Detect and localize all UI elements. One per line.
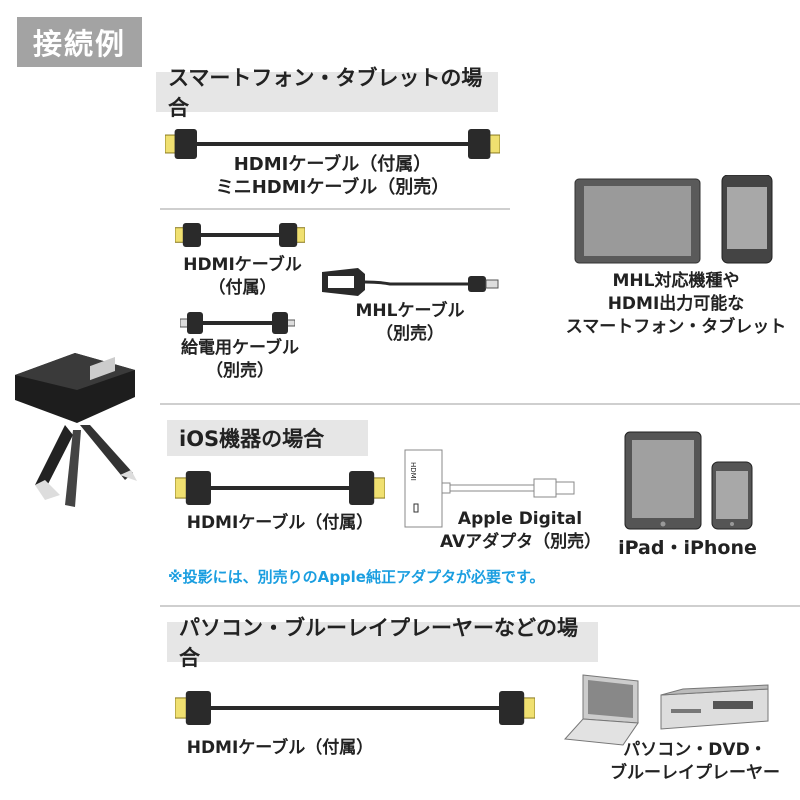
cable-label: Apple Digital AVアダプタ（別売） bbox=[440, 508, 602, 554]
label-line: （付属） bbox=[208, 278, 277, 298]
mhl-cable-icon bbox=[320, 264, 500, 300]
label-line: Apple Digital bbox=[457, 509, 583, 529]
label-line: （別売） bbox=[376, 324, 444, 344]
page-title: 接続例 bbox=[17, 17, 142, 67]
label-line: 給電用ケーブル bbox=[181, 338, 299, 358]
section-header-smartphone: スマートフォン・タブレットの場合 bbox=[156, 66, 498, 120]
tablet-icon bbox=[574, 175, 773, 264]
hdmi-cable-icon bbox=[175, 690, 535, 726]
section-header-pc: パソコン・ブルーレイプレーヤーなどの場合 bbox=[167, 616, 598, 670]
device-label: パソコン・DVD・ ブルーレイプレーヤー bbox=[600, 739, 790, 785]
label-line: HDMIケーブル bbox=[183, 255, 302, 275]
projector-icon bbox=[15, 353, 137, 507]
cable-label: 給電用ケーブル （別売） bbox=[160, 337, 320, 383]
label-line: ミニHDMIケーブル（別売） bbox=[215, 177, 450, 198]
laptop-icon bbox=[563, 674, 769, 746]
cable-label: HDMIケーブル（付属） bbox=[186, 738, 374, 758]
label-line: AVアダプタ（別売） bbox=[440, 532, 602, 552]
power-cable-icon bbox=[180, 310, 295, 336]
hdmi-cable-icon bbox=[165, 128, 500, 160]
label-line: パソコン・DVD・ bbox=[623, 740, 767, 760]
label-line: ブルーレイプレーヤー bbox=[610, 763, 780, 783]
label-line: スマートフォン・タブレット bbox=[565, 317, 787, 337]
cable-label: MHLケーブル （別売） bbox=[330, 300, 490, 346]
divider bbox=[160, 208, 510, 210]
divider bbox=[160, 605, 800, 607]
label-line: HDMI出力可能な bbox=[607, 294, 745, 314]
ipad-icon bbox=[624, 431, 753, 530]
label-line: HDMIケーブル（付属） bbox=[233, 154, 432, 175]
adapter-note: ※投影には、別売りのApple純正アダプタが必要です。 bbox=[168, 568, 545, 586]
device-label: MHL対応機種や HDMI出力可能な スマートフォン・タブレット bbox=[560, 270, 792, 339]
hdmi-cable-icon bbox=[175, 470, 385, 506]
section-header-ios: iOS機器の場合 bbox=[167, 420, 368, 456]
label-line: （別売） bbox=[206, 361, 274, 381]
device-label: iPad・iPhone bbox=[618, 537, 757, 559]
divider bbox=[160, 403, 800, 405]
cable-label: HDMIケーブル （付属） bbox=[160, 254, 325, 300]
hdmi-cable-icon bbox=[175, 222, 305, 248]
label-line: MHLケーブル bbox=[355, 301, 465, 321]
av-adapter-icon bbox=[404, 449, 575, 528]
cable-label: HDMIケーブル（付属） ミニHDMIケーブル（別売） bbox=[165, 153, 500, 199]
adapter-port-label: HDMI bbox=[409, 462, 417, 481]
label-line: MHL対応機種や bbox=[612, 271, 740, 291]
cable-label: HDMIケーブル（付属） bbox=[186, 513, 374, 533]
